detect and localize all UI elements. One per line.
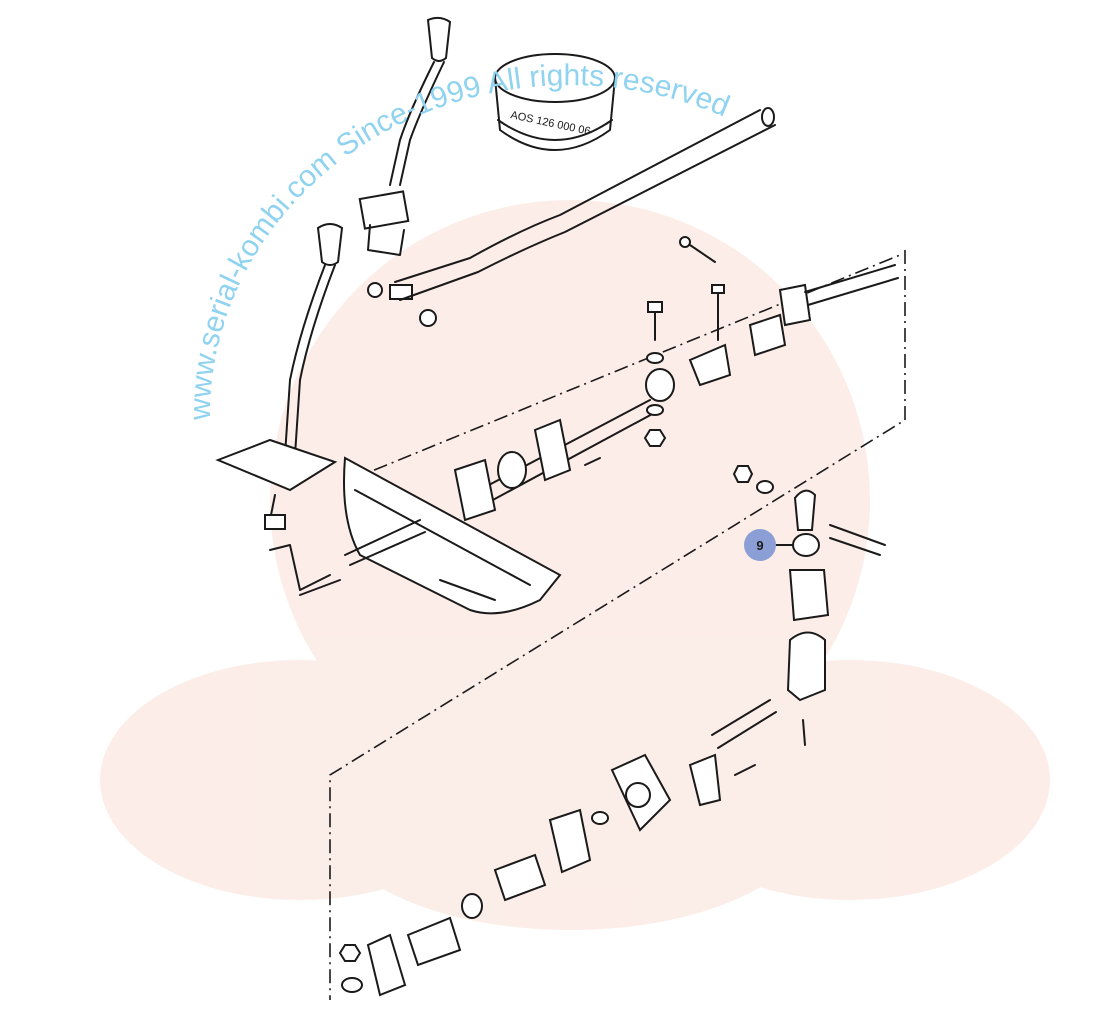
frame-lines (329, 250, 906, 1000)
callout-number: 9 (756, 537, 764, 553)
lower-shift-lever (215, 223, 344, 596)
hardware (584, 236, 899, 494)
lower-linkage (338, 753, 756, 997)
selector-shaft (344, 368, 675, 566)
shift-rod (394, 107, 776, 301)
shift-coupling-parts (711, 489, 886, 749)
upper-shift-lever (358, 16, 452, 327)
lever-housing (343, 456, 562, 615)
grease-can (494, 53, 616, 151)
callout-9[interactable]: 9 (744, 529, 776, 561)
